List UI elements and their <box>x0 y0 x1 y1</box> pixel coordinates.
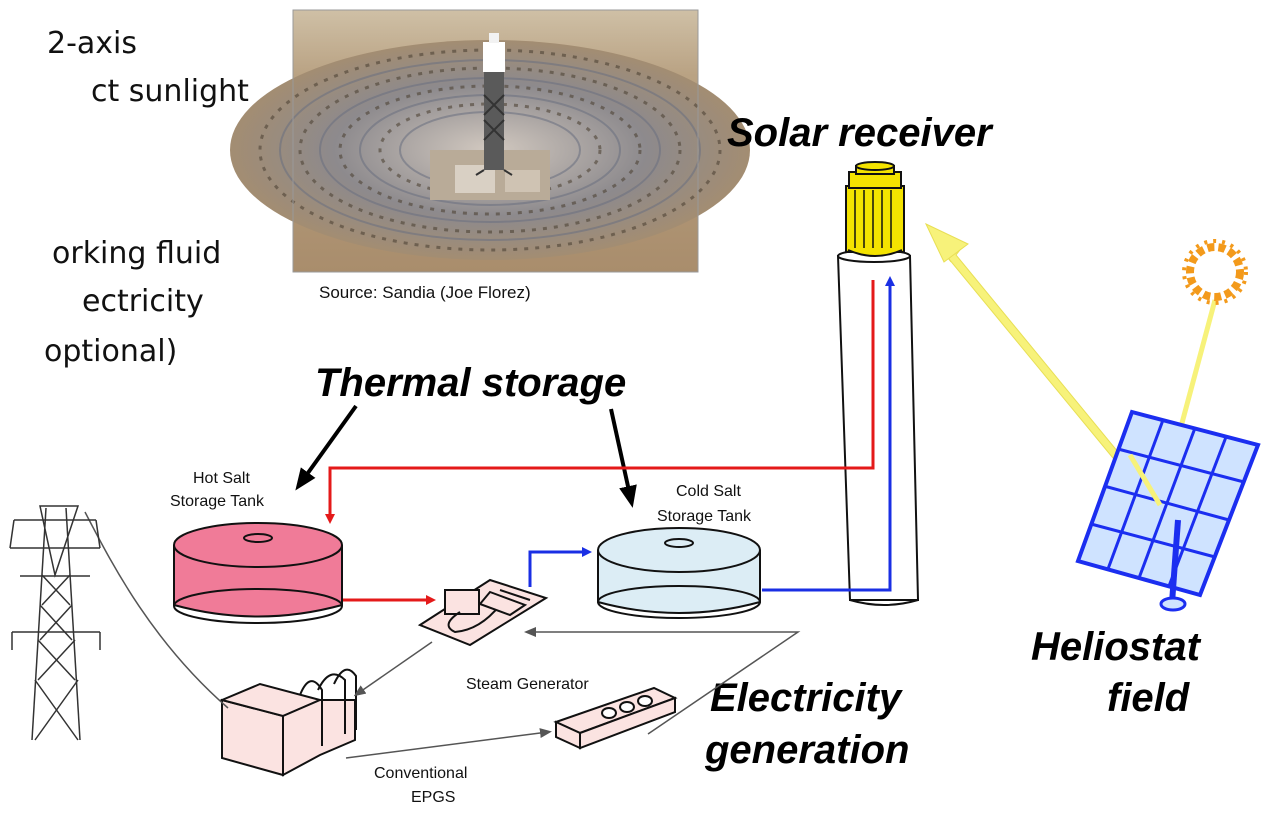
cold-tank-label-line-2: Storage Tank <box>657 508 752 525</box>
thermal-storage-arrow-cold <box>609 408 637 508</box>
photo-caption: Source: Sandia (Joe Florez) <box>319 283 531 302</box>
turbine-generator <box>218 668 357 777</box>
bullet-line-4: ectricity <box>82 284 204 319</box>
bullet-text-block: 2-axis ct sunlight orking fluid ectricit… <box>44 26 249 369</box>
cold-tank-label-line-1: Cold Salt <box>676 483 741 500</box>
hot-salt-loop <box>325 280 875 605</box>
electricity-label-line-1: Electricity <box>710 676 903 720</box>
bullet-line-5: optional) <box>44 334 177 369</box>
bullet-line-3: orking fluid <box>52 236 221 271</box>
receiver-tower <box>836 249 920 606</box>
solar-receiver-label: Solar receiver <box>727 111 994 155</box>
epgs-label-line-2: EPGS <box>411 789 455 806</box>
water-steam-flow-lines <box>84 511 801 759</box>
cold-salt-storage-tank <box>597 527 761 619</box>
transmission-tower-icon <box>9 505 101 741</box>
heliostat <box>1075 409 1261 612</box>
sun-icon <box>1182 239 1248 305</box>
hot-tank-label-line-1: Hot Salt <box>193 470 250 487</box>
steam-generator <box>417 578 549 647</box>
thermal-storage-label: Thermal storage <box>315 361 626 405</box>
epgs-label-line-1: Conventional <box>374 765 467 782</box>
solar-receiver <box>845 161 905 257</box>
hot-tank-label-line-2: Storage Tank <box>170 493 265 510</box>
hot-salt-storage-tank <box>173 522 343 624</box>
heliostat-label-line-1: Heliostat <box>1031 625 1202 669</box>
electricity-label-line-2: generation <box>704 728 909 772</box>
thermal-storage-arrow-hot <box>295 404 358 491</box>
steam-generator-label: Steam Generator <box>466 676 589 693</box>
bullet-line-1: 2-axis <box>47 26 137 61</box>
cold-salt-loop <box>528 276 895 592</box>
condenser <box>553 686 678 750</box>
power-plant-photo <box>230 9 750 273</box>
heliostat-label-line-2: field <box>1107 676 1191 720</box>
bullet-line-2: ct sunlight <box>91 74 249 109</box>
